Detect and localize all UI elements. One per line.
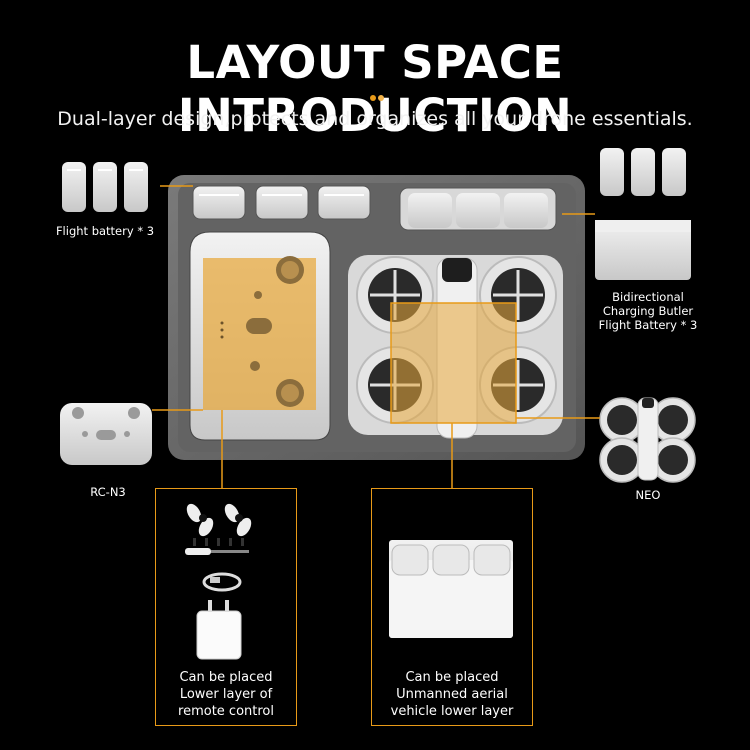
charging-butler-line-2: Charging Butler — [602, 304, 694, 318]
lower-layer-uav-box — [371, 488, 533, 726]
case-remote-controller — [189, 231, 331, 441]
charging-butler-line-1: Bidirectional — [612, 290, 684, 304]
flight-battery-label: Flight battery * 3 — [55, 224, 155, 238]
page-subtitle: Dual-layer design,protects and organizes… — [57, 108, 693, 130]
accessory-icons — [185, 503, 252, 660]
rc-n3-remote-icon — [60, 403, 152, 465]
uav-lower-line-3: vehicle lower layer — [390, 704, 514, 719]
propeller-icon — [186, 503, 252, 537]
charger-icon — [196, 600, 242, 660]
uav-lower-line-2: Unmanned aerial — [396, 687, 508, 702]
remote-lower-line-1: Can be placed — [179, 670, 273, 685]
connector-lines — [152, 185, 600, 488]
remote-lower-line-2: Lower layer of — [179, 687, 273, 702]
lower-layer-remote-box — [155, 488, 297, 726]
remote-lower-layer-caption: Can be placed Lower layer of remote cont… — [155, 669, 297, 720]
uav-lower-line-1: Can be placed — [405, 670, 499, 685]
case-charging-hub — [399, 187, 557, 231]
charging-butler-label: Bidirectional Charging Butler Flight Bat… — [588, 290, 708, 332]
charging-butler-line-3: Flight Battery * 3 — [598, 318, 698, 332]
usb-cable-icon — [202, 572, 242, 592]
rc-n3-label: RC-N3 — [90, 485, 126, 499]
case-drone — [348, 255, 563, 439]
uav-lower-layer-caption: Can be placed Unmanned aerial vehicle lo… — [371, 669, 533, 720]
flight-battery-icons — [62, 162, 148, 212]
remote-lower-line-3: remote control — [178, 704, 274, 719]
charging-hub-image — [389, 540, 513, 638]
neo-drone-icon — [599, 397, 696, 483]
pagination-dots-icon — [370, 95, 390, 101]
neo-label: NEO — [635, 488, 661, 502]
screwdriver-icon — [185, 548, 249, 555]
charging-butler-icon — [595, 148, 691, 280]
case-battery-slots — [192, 185, 371, 220]
